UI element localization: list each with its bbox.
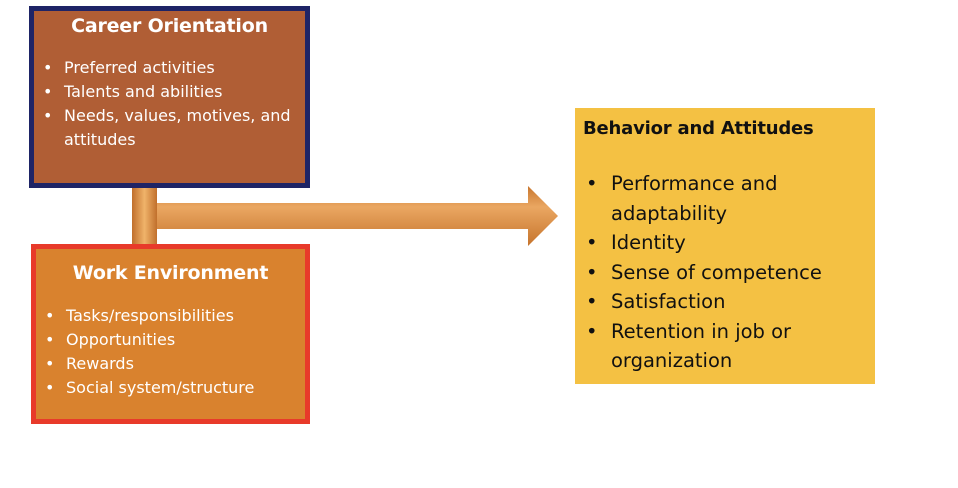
bullet-icon: •	[43, 106, 53, 125]
bullet-icon: •	[586, 290, 598, 313]
career-orientation-title: Career Orientation	[71, 15, 268, 37]
bullet-icon: •	[43, 58, 53, 77]
behavior-attitudes-title: Behavior and Attitudes	[583, 118, 814, 139]
career-orientation-box: Career Orientation •Preferred activities…	[29, 6, 310, 188]
right-arrow-shape	[157, 186, 558, 246]
list-item: •Opportunities	[36, 328, 305, 352]
list-item: •Tasks/responsibilities	[36, 304, 305, 328]
list-item: •Needs, values, motives, and attitudes	[43, 106, 291, 149]
bullet-icon: •	[45, 378, 55, 397]
career-orientation-list: •Preferred activities •Talents and abili…	[34, 56, 305, 152]
list-item: •Sense of competence	[575, 258, 875, 288]
bullet-icon: •	[586, 231, 598, 254]
bullet-icon: •	[586, 260, 598, 284]
bullet-icon: •	[586, 319, 598, 343]
bullet-icon: •	[45, 306, 55, 325]
list-item: •Rewards	[36, 352, 305, 376]
work-environment-list: •Tasks/responsibilities •Opportunities •…	[36, 304, 305, 400]
list-item: •Preferred activities	[34, 56, 305, 80]
bullet-icon: •	[586, 172, 598, 195]
list-item: •Satisfaction	[575, 287, 875, 317]
list-item: •Retention in job or organization	[575, 317, 875, 376]
work-environment-box: Work Environment •Tasks/responsibilities…	[31, 244, 310, 424]
behavior-attitudes-box: Behavior and Attitudes •Performance and …	[575, 108, 875, 384]
bullet-icon: •	[45, 330, 55, 349]
bullet-icon: •	[45, 354, 55, 373]
bullet-icon: •	[43, 82, 53, 101]
list-item: •Identity	[575, 228, 875, 258]
behavior-attitudes-list: •Performance and adaptability •Identity …	[575, 169, 875, 376]
vertical-connector-bar	[132, 186, 157, 246]
list-item: •Social system/structure	[36, 376, 305, 400]
list-item: •Talents and abilities	[34, 80, 305, 104]
list-item: •Performance and adaptability	[575, 169, 875, 228]
work-environment-title: Work Environment	[72, 262, 269, 284]
